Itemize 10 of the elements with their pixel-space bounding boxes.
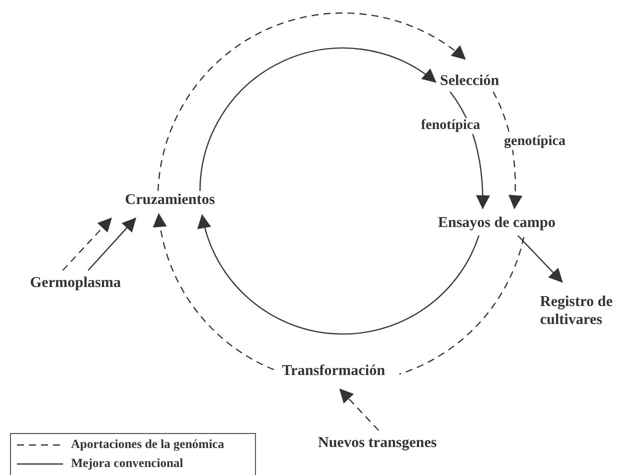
node-label: Cruzamientos [125, 191, 215, 209]
legend-label: Aportaciones de la genómica [71, 437, 224, 452]
node-label: Ensayos de campo [438, 214, 556, 232]
legend-label: Mejora convencional [71, 456, 184, 471]
edge-label: genotípica [503, 134, 566, 150]
node-label: Selección [440, 72, 500, 90]
node-label: Transformación [282, 362, 386, 380]
node-label: Nuevos transgenes [318, 434, 437, 452]
node-label: Registro de cultivares [540, 293, 620, 329]
node-label: Germoplasma [30, 274, 121, 292]
